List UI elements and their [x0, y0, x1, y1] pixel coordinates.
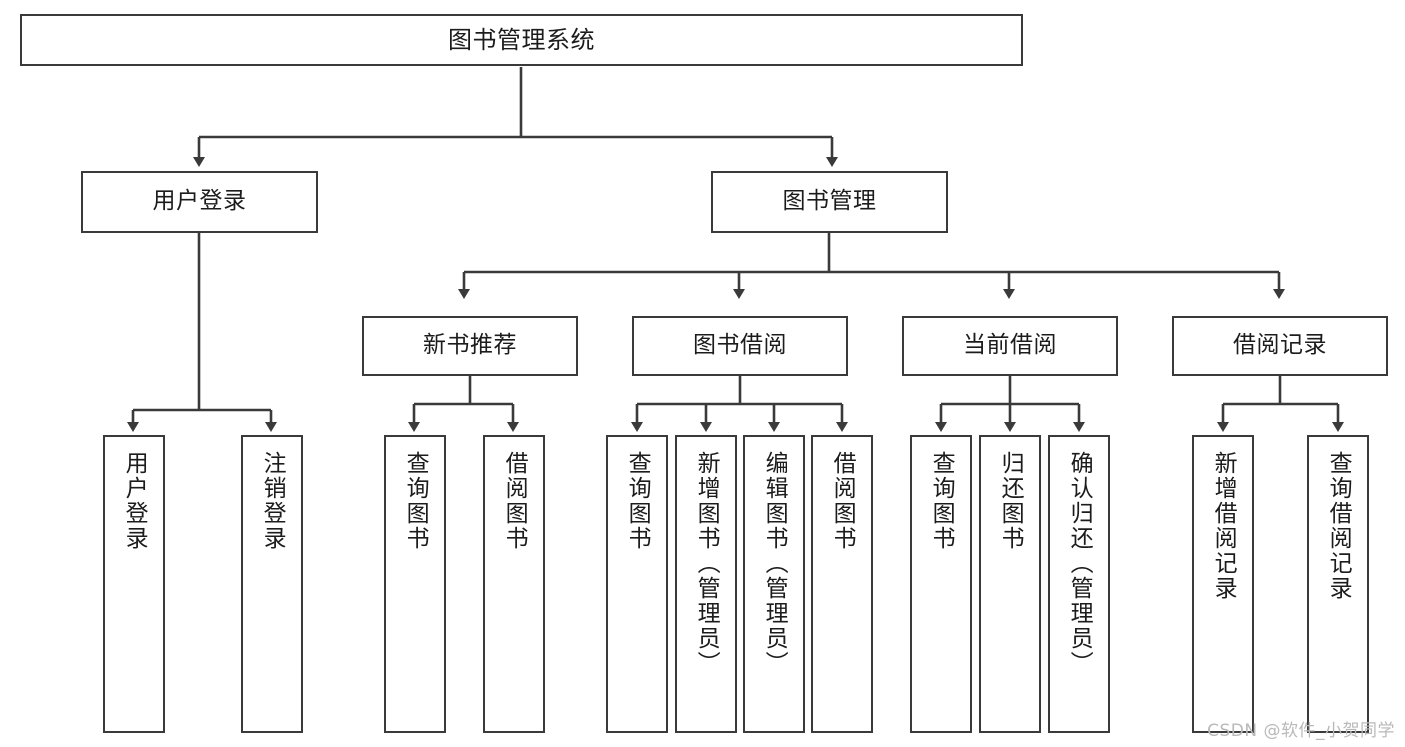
node-current-borrow[interactable]: 当前借阅 — [902, 316, 1118, 376]
leaf-borrow-book-1-label: 借阅图书 — [501, 451, 528, 551]
leaf-add-record-label: 新增借阅记录 — [1210, 451, 1237, 601]
node-new-book-rec-label: 新书推荐 — [423, 332, 517, 359]
leaf-confirm-return[interactable]: 确认归还（管理员） — [1048, 435, 1110, 733]
leaf-edit-book-label: 编辑图书（管理员） — [761, 451, 788, 676]
leaf-add-book-label: 新增图书（管理员） — [693, 451, 720, 676]
leaf-query-record-label: 查询借阅记录 — [1325, 451, 1352, 601]
node-book-manage[interactable]: 图书管理 — [711, 171, 948, 233]
node-current-borrow-label: 当前借阅 — [963, 332, 1057, 359]
leaf-user-login[interactable]: 用户登录 — [103, 435, 165, 733]
node-root[interactable]: 图书管理系统 — [20, 14, 1023, 66]
leaf-add-record[interactable]: 新增借阅记录 — [1192, 435, 1254, 733]
node-root-label: 图书管理系统 — [448, 25, 595, 54]
leaf-return-book-label: 归还图书 — [997, 451, 1024, 551]
leaf-edit-book[interactable]: 编辑图书（管理员） — [743, 435, 805, 733]
node-user-login[interactable]: 用户登录 — [81, 171, 318, 233]
leaf-add-book[interactable]: 新增图书（管理员） — [675, 435, 737, 733]
node-borrow-record-label: 借阅记录 — [1233, 332, 1327, 359]
leaf-query-record[interactable]: 查询借阅记录 — [1307, 435, 1369, 733]
node-user-login-label: 用户登录 — [152, 188, 247, 215]
node-new-book-rec[interactable]: 新书推荐 — [362, 316, 578, 376]
node-book-borrow[interactable]: 图书借阅 — [632, 316, 848, 376]
leaf-query-book-2[interactable]: 查询图书 — [606, 435, 668, 733]
leaf-query-book-2-label: 查询图书 — [624, 451, 651, 551]
leaf-borrow-book-2[interactable]: 借阅图书 — [811, 435, 873, 733]
node-book-borrow-label: 图书借阅 — [693, 332, 787, 359]
leaf-user-login-label: 用户登录 — [121, 451, 148, 551]
leaf-logout[interactable]: 注销登录 — [241, 435, 303, 733]
leaf-query-book-1[interactable]: 查询图书 — [384, 435, 446, 733]
watermark-text: CSDN @软件_小贺同学 — [1207, 721, 1395, 741]
node-book-manage-label: 图书管理 — [782, 188, 877, 215]
node-borrow-record[interactable]: 借阅记录 — [1172, 316, 1388, 376]
leaf-borrow-book-1[interactable]: 借阅图书 — [483, 435, 545, 733]
leaf-logout-label: 注销登录 — [259, 451, 286, 551]
leaf-borrow-book-2-label: 借阅图书 — [829, 451, 856, 551]
leaf-query-book-1-label: 查询图书 — [402, 451, 429, 551]
leaf-confirm-return-label: 确认归还（管理员） — [1066, 451, 1093, 676]
leaf-query-book-3[interactable]: 查询图书 — [910, 435, 972, 733]
leaf-return-book[interactable]: 归还图书 — [979, 435, 1041, 733]
leaf-query-book-3-label: 查询图书 — [928, 451, 955, 551]
